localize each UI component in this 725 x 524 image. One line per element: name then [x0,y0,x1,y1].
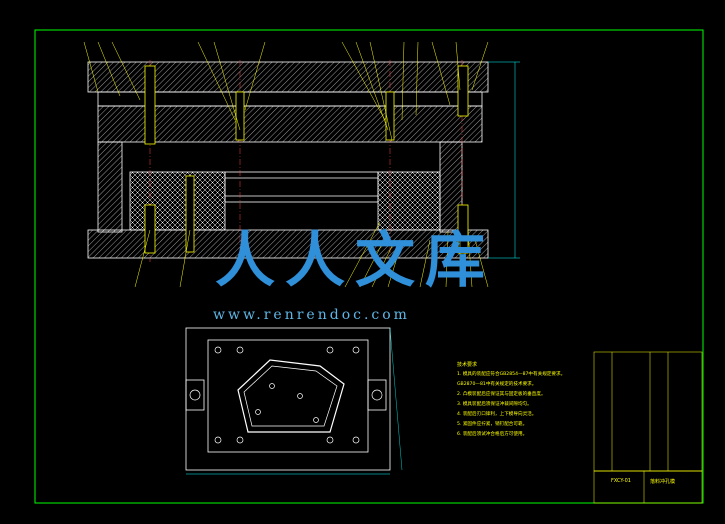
note-line: 3. 模具装配后须保证冲裁间隙均匀。 [457,402,532,407]
drawing-frame [34,29,704,504]
dimension-right [488,61,520,259]
note-line: GB2870—81中有关规定的技术要求。 [457,382,537,387]
note-line: 6. 装配后须试冲合格后方可使用。 [457,432,528,437]
watermark-url: www.renrendoc.com [213,307,410,323]
leader-lines-bottom [134,221,489,288]
leader-lines-top [83,41,489,141]
drawing-name: 落料冲孔模 [650,479,676,485]
drawing-code: FXCY-01 [611,478,631,484]
technical-notes: 技术要求 1. 模具的装配应符合GB2854—87中有关规定要求。 GB2870… [457,360,597,440]
title-block [593,351,703,504]
note-line: 2. 凸模装配后应保证其与固定板的垂直度。 [457,392,546,397]
note-line: 5. 紧固件应拧紧，销钉配合可靠。 [457,422,528,427]
note-line: 4. 装配后刃口锋利，上下模导向灵活。 [457,412,537,417]
plan-view [185,327,403,475]
note-line: 1. 模具的装配应符合GB2854—87中有关规定要求。 [457,372,566,377]
section-view [87,60,489,262]
watermark-cn: 人人文库 [215,226,495,296]
notes-title: 技术要求 [457,362,478,368]
